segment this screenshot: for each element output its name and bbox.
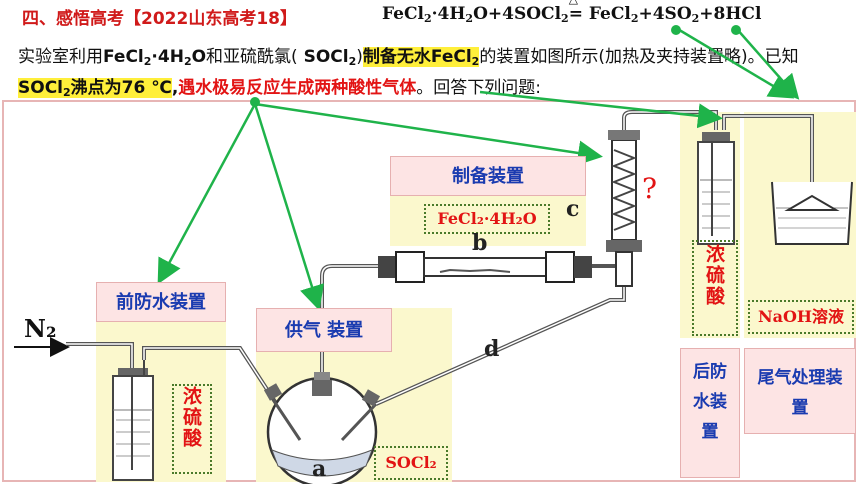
so2-dot (671, 25, 681, 35)
prep-tube-b (378, 251, 592, 283)
letter-c: c (566, 196, 580, 222)
rear-dryer-bottle (697, 132, 735, 245)
return-tube-d (375, 284, 626, 406)
letter-b: b (472, 230, 488, 256)
front-dryer-reagent: 浓硫酸 (180, 386, 202, 449)
rear-dryer-reagent: 浓硫酸 (703, 244, 725, 307)
goal-highlight: 制备无水FeCl2 (362, 47, 480, 68)
rear-dryer-label: 后防水装置 (680, 348, 740, 478)
tail-reagent: NaOH溶液 (748, 300, 854, 334)
front-dryer-bottle (112, 360, 154, 481)
question-mark: ? (642, 172, 658, 205)
condenser-to-dryer-tube (622, 110, 718, 130)
letter-d: d (484, 336, 500, 362)
section-title: 四、感悟高考【2022山东高考18】 (22, 9, 297, 29)
hcl-dot (731, 25, 741, 35)
water-reaction-highlight: 遇水极易反应生成两种酸性气体 (178, 78, 417, 98)
rear-dryer-reagent-box (692, 240, 738, 336)
tail-treatment-label: 尾气处理装置 (744, 348, 856, 434)
front-dryer-reagent-box (172, 384, 212, 474)
reaction-equation: FeCl2·4H2O+4SOCl2△= FeCl2+4SO2+8HCl (382, 0, 761, 25)
flask-reagent: SOCl₂ (374, 446, 448, 480)
front-dryer-label: 前防水装置 (96, 282, 226, 322)
arrow-origin-dot (250, 97, 260, 107)
n2-label: N₂ (24, 314, 57, 343)
naoh-beaker (771, 181, 853, 245)
boiling-point-highlight: SOCl2沸点为76 ℃ (18, 78, 172, 99)
letter-a: a (312, 456, 327, 482)
prep-device-label: 制备装置 (390, 156, 586, 196)
heat-symbol: △ (569, 0, 578, 6)
question-text: 实验室利用FeCl2·4H2O和亚硫酰氯( SOCl2)制备无水FeCl2的装置… (18, 47, 799, 99)
prep-reagent: FeCl₂·4H₂O (424, 204, 550, 234)
flask-a (263, 372, 381, 484)
annotation-arrows (157, 26, 800, 311)
supply-device-label: 供气 装置 (256, 308, 392, 352)
condenser-c (606, 130, 642, 287)
